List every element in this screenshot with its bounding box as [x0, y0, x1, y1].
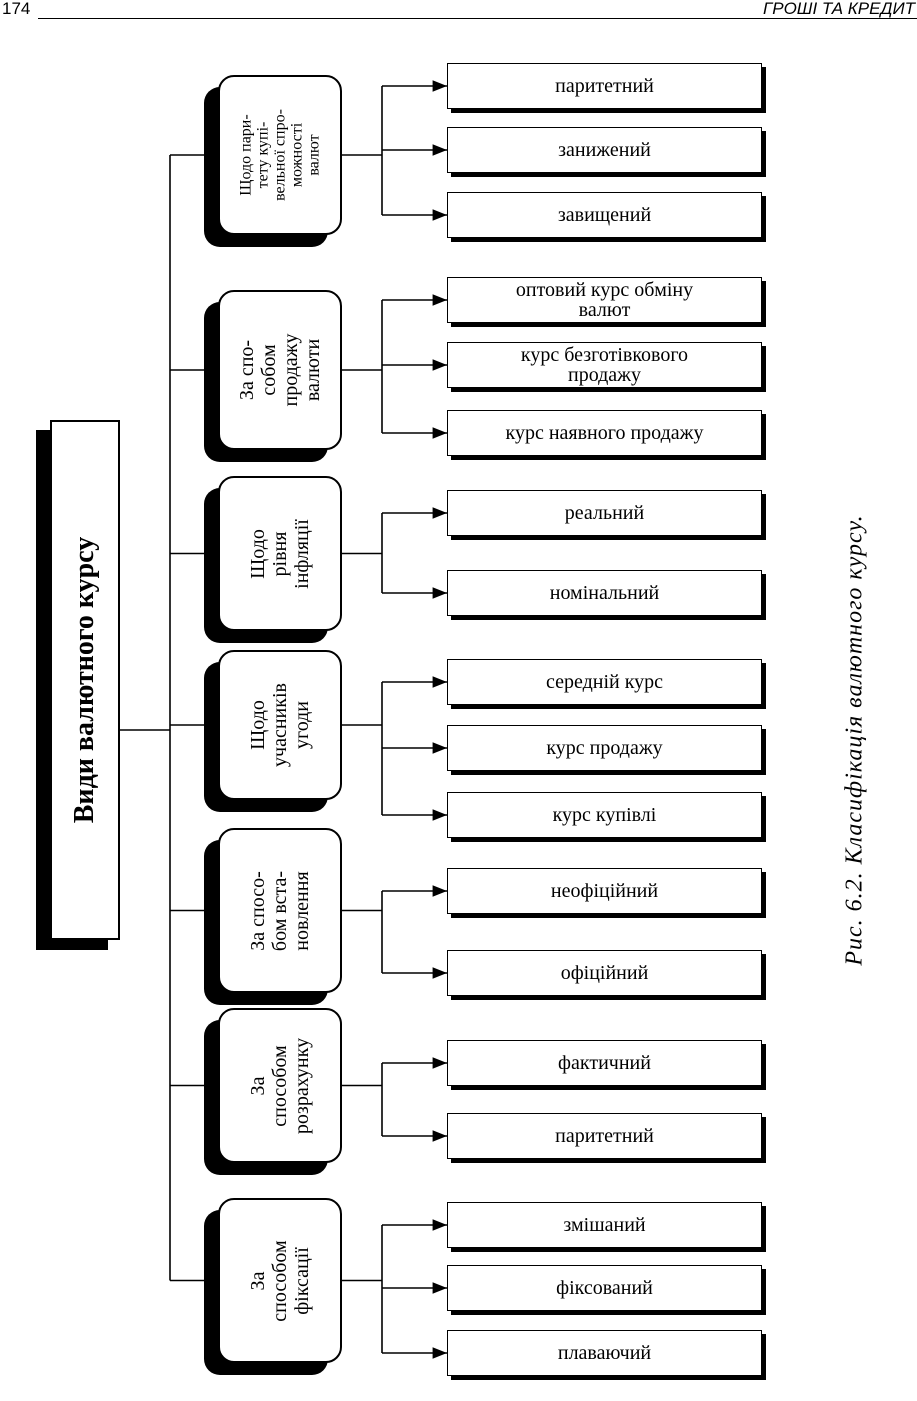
header-rule	[38, 18, 917, 19]
category-box: За способом фіксації	[218, 1198, 342, 1363]
leaf-label: курс безготівкового продажу	[520, 344, 689, 386]
leaf-label: неофіційний	[550, 880, 659, 902]
category-box: За спо- собом продажу валюти	[218, 290, 342, 450]
figure-caption: Рис. 6.2. Класифікація валютного курсу.	[841, 514, 868, 966]
leaf-box: фіксований	[447, 1265, 762, 1311]
running-title: ГРОШІ ТА КРЕДИТ	[763, 0, 915, 18]
leaf-box: курс купівлі	[447, 792, 762, 838]
category-label: За способом фіксації	[247, 1239, 313, 1322]
leaf-label: реальний	[564, 502, 645, 524]
category-box: За спосо- бом вста- новлення	[218, 828, 342, 993]
leaf-box: оптовий курс обміну валют	[447, 277, 762, 323]
leaf-label: середній курс	[545, 671, 664, 693]
category-label: За способом розрахунку	[247, 1037, 313, 1134]
leaf-box: реальний	[447, 490, 762, 536]
leaf-box: середній курс	[447, 659, 762, 705]
leaf-label: курс купівлі	[552, 804, 657, 826]
leaf-label: фіксований	[556, 1277, 653, 1299]
running-header: 174 ГРОШІ ТА КРЕДИТ	[0, 0, 917, 22]
leaf-box: курс продажу	[447, 725, 762, 771]
leaf-label: курс продажу	[546, 737, 663, 759]
leaf-label: занижений	[558, 139, 651, 161]
leaf-label: завищений	[557, 204, 652, 226]
leaf-label: офіційний	[560, 962, 649, 984]
leaf-label: паритетний	[555, 75, 654, 97]
category-box: За способом розрахунку	[218, 1008, 342, 1163]
leaf-box: змішаний	[447, 1202, 762, 1248]
category-label: За спо- собом продажу валюти	[236, 333, 324, 407]
category-box: Щодо рівня інфляції	[218, 476, 342, 631]
leaf-label: курс наявного продажу	[505, 422, 704, 444]
leaf-label: номінальний	[549, 582, 660, 604]
category-box: Щодо учасників угоди	[218, 650, 342, 800]
leaf-label: змішаний	[563, 1214, 646, 1236]
page-number: 174	[2, 0, 31, 18]
leaf-label: фактичний	[558, 1052, 651, 1074]
leaf-box: курс наявного продажу	[447, 410, 762, 456]
leaf-box: завищений	[447, 192, 762, 238]
leaf-box: фактичний	[447, 1040, 762, 1086]
leaf-box: курс безготівкового продажу	[447, 342, 762, 388]
leaf-box: офіційний	[447, 950, 762, 996]
category-label: Щодо учасників угоди	[247, 683, 313, 767]
leaf-label: плаваючий	[557, 1342, 652, 1364]
category-label: Щодо рівня інфляції	[247, 518, 313, 589]
leaf-label: оптовий курс обміну валют	[515, 279, 694, 321]
leaf-box: паритетний	[447, 1113, 762, 1159]
category-label: За спосо- бом вста- новлення	[247, 870, 313, 951]
leaf-box: плаваючий	[447, 1330, 762, 1376]
leaf-box: занижений	[447, 127, 762, 173]
root-label: Види валютного курсу	[69, 536, 100, 824]
leaf-box: паритетний	[447, 63, 762, 109]
category-box: Щодо пари- тету купі- вельної спро- можн…	[218, 75, 342, 235]
leaf-box: номінальний	[447, 570, 762, 616]
category-label: Щодо пари- тету купі- вельної спро- можн…	[237, 109, 323, 201]
leaf-box: неофіційний	[447, 868, 762, 914]
leaf-label: паритетний	[555, 1125, 654, 1147]
root-box: Види валютного курсу	[50, 420, 120, 940]
